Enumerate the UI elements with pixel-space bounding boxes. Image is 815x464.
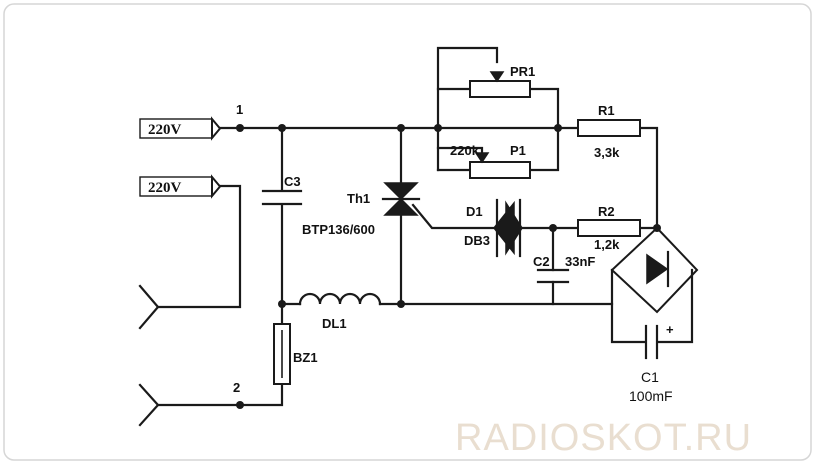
pr1-label: PR1: [510, 64, 535, 79]
capacitor-c1: + C1 100mF: [629, 322, 674, 404]
trimmer-pr1: PR1: [469, 64, 535, 98]
node-1-label: 1: [236, 102, 243, 117]
r2-value-label: 1,2k: [594, 237, 620, 252]
r2-label: R2: [598, 204, 615, 219]
terminal-220v-2: 220V: [139, 174, 222, 199]
junction-node-2: [236, 401, 244, 409]
capacitor-c2: C2 33nF: [533, 254, 595, 284]
dl1-label: DL1: [322, 316, 347, 331]
junction: [549, 224, 557, 232]
junction: [278, 300, 286, 308]
th1-label: Th1: [347, 191, 370, 206]
junction: [278, 124, 286, 132]
page-frame: [3, 3, 812, 461]
triac-th1: Th1 BTP136/600: [302, 182, 421, 237]
potentiometer-p1: 220k P1: [450, 143, 531, 179]
resistor-r1: R1 3,3k: [577, 103, 641, 160]
p1-label: P1: [510, 143, 526, 158]
junctions: [236, 124, 661, 409]
plug-prong-upper: [138, 284, 160, 330]
terminal-220v-1: 220V: [139, 116, 222, 141]
node-2-label: 2: [233, 380, 240, 395]
c1-label: C1: [641, 369, 659, 385]
diac-d1: D1 DB3: [464, 198, 523, 258]
junction: [397, 300, 405, 308]
resistor-r2: R2 1,2k: [577, 204, 641, 252]
junction: [554, 124, 562, 132]
db3-label: DB3: [464, 233, 490, 248]
bridge-rectifier: [610, 226, 699, 314]
c3-label: C3: [284, 174, 301, 189]
th1-part-label: BTP136/600: [302, 222, 375, 237]
plug-prong-lower: [138, 383, 160, 427]
component-bz1: BZ1: [273, 323, 318, 385]
r1-value-label: 3,3k: [594, 145, 620, 160]
junction: [434, 124, 442, 132]
c2-label: C2: [533, 254, 550, 269]
junction: [397, 124, 405, 132]
c1-value-label: 100mF: [629, 388, 673, 404]
c2-value-label: 33nF: [565, 254, 595, 269]
bz1-label: BZ1: [293, 350, 318, 365]
inductor-dl1: DL1: [298, 292, 382, 331]
p1-value-label: 220k: [450, 143, 480, 158]
watermark: RADIOSKOT.RU: [455, 417, 752, 459]
junction-node-1: [236, 124, 244, 132]
terminal-220v-2-label: 220V: [148, 180, 182, 196]
c1-polarity-label: +: [666, 322, 674, 337]
terminal-220v-1-label: 220V: [148, 122, 182, 138]
capacitor-c3: C3: [261, 174, 303, 206]
d1-label: D1: [466, 204, 483, 219]
r1-label: R1: [598, 103, 615, 118]
